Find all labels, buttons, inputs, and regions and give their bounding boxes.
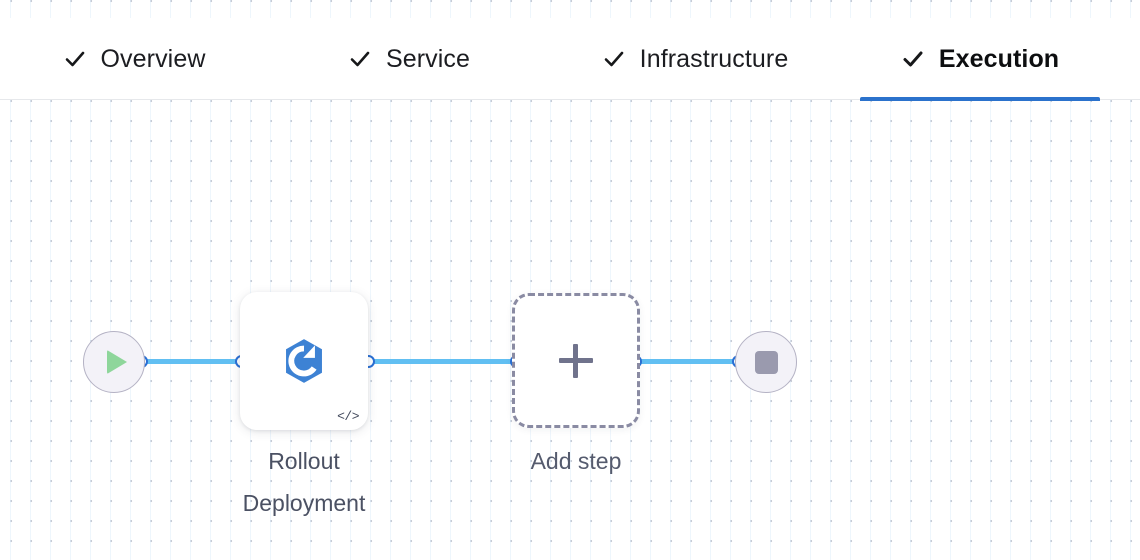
tab-active-underline (860, 97, 1100, 101)
play-icon (107, 350, 127, 374)
stop-icon (754, 350, 778, 374)
connector-start-to-step[interactable] (140, 359, 244, 364)
execution-flow-graph: </> Rollout Deployment Add step (0, 100, 1140, 560)
flow-step-node-label: Rollout Deployment (242, 448, 366, 516)
flow-add-step-label: Add step (530, 448, 622, 474)
tab-execution[interactable]: Execution (860, 18, 1100, 101)
wizard-tab-bar: Overview Service Infrastructure Executio… (0, 18, 1140, 101)
plus-icon (559, 343, 593, 378)
flow-step-node-rollout-deployment[interactable]: </> (240, 292, 368, 430)
connector-step-to-add[interactable] (366, 359, 518, 364)
code-badge-icon[interactable]: </> (337, 409, 359, 424)
tab-overview[interactable]: Overview (18, 18, 250, 100)
check-icon (350, 51, 370, 67)
tab-overview-label: Overview (100, 44, 206, 73)
check-icon (65, 51, 84, 67)
rollout-deployment-icon (286, 339, 322, 383)
tab-infrastructure[interactable]: Infrastructure (555, 18, 835, 100)
flow-end-node[interactable] (735, 331, 797, 393)
check-icon (903, 51, 923, 67)
tab-infrastructure-label: Infrastructure (639, 44, 789, 73)
flow-start-node[interactable] (83, 331, 145, 393)
tab-service-label: Service (385, 44, 471, 73)
connector-add-to-end[interactable] (634, 359, 740, 364)
tab-execution-label: Execution (938, 44, 1060, 73)
tab-service[interactable]: Service (300, 18, 518, 100)
flow-add-step-node[interactable] (512, 293, 640, 428)
check-icon (604, 51, 623, 67)
